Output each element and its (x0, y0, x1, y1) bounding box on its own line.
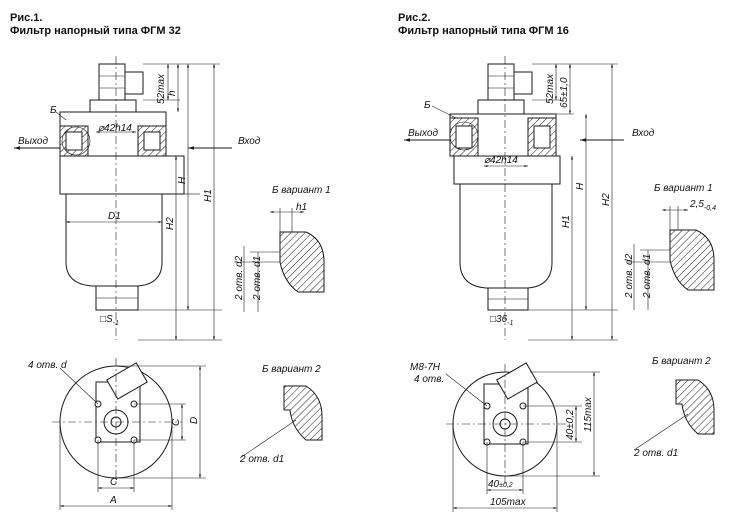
fig1-label-H2: H2 (165, 217, 176, 230)
figure-2-caption: Рис.2. Фильтр напорный типа ФГМ 16 (398, 12, 569, 38)
fig1-label-inlet: Вход (238, 136, 261, 147)
fig1-label-h: h (167, 90, 178, 96)
fig1-label-C-vert: C (171, 418, 182, 426)
fig2-label-40v: 40±0,2 (565, 409, 576, 440)
fig1-connector (98, 63, 126, 101)
fig1-variant2-holes-d1: 2 отв. d1 (239, 454, 284, 465)
fig2-label-outlet: Выход (408, 128, 438, 139)
fig1-variant1-title: Б вариант 1 (272, 185, 331, 196)
fig2-variant1-h1: 2,5-0,4 (689, 199, 716, 212)
fig1-connector-top (106, 362, 148, 400)
fig1-label-52max: 52max (156, 73, 167, 104)
fig1-label-holes: 4 отв. d (28, 360, 67, 371)
fig1-connector-plug (124, 71, 144, 95)
fig1-variant2: Б вариант 2 2 отв. d1 (239, 364, 323, 465)
fig1-label-outlet: Выход (18, 136, 48, 147)
fig1-label-A: A (109, 495, 117, 506)
fig2-label-thread: M8-7H (410, 362, 441, 373)
fig1-front-view: Б Выход Вход ⌀42h14 D1 □S-1 52max h H H2… (14, 56, 261, 341)
fig2-variant1-title: Б вариант 1 (654, 183, 713, 194)
fig2-label-H2: H2 (601, 193, 612, 206)
fig2-label-105: 105max (490, 497, 527, 508)
fig2-top-view: M8-7H 4 отв. 40±0,2 115max 40±0,2 105max (410, 362, 600, 512)
fig2-label-holes4: 4 отв. (414, 374, 444, 385)
fig1-label-H1: H1 (203, 189, 214, 202)
fig2-front-view: Б Выход Вход ⌀42h14 □36-1 52max 65±1,0 H… (404, 56, 655, 341)
fig1-label-wrench: □S-1 (100, 314, 119, 327)
figure-1-caption: Рис.1. Фильтр напорный типа ФГМ 32 (10, 12, 181, 38)
fig1-flange (59, 155, 185, 195)
fig1-variant1-h1: h1 (296, 202, 307, 213)
fig2-top-cap (477, 99, 525, 115)
fig2-connector (487, 63, 515, 101)
fig1-detail-b-circle (61, 126, 91, 156)
fig1-label-H: H (177, 176, 188, 184)
fig1-label-b: Б (50, 105, 57, 116)
fig2-variant1-holes-d2: 2 отв. d2 (624, 253, 635, 299)
fig1-top-cap (89, 99, 137, 113)
fig2-label-inlet: Вход (632, 128, 655, 139)
fig1-label-d1: D1 (108, 211, 121, 222)
fig1-label-C-horiz: C (110, 477, 118, 488)
fig2-label-b: Б (424, 100, 431, 111)
fig1-label-bore: ⌀42h14 (98, 123, 132, 134)
fig2-label-H: H (575, 182, 586, 190)
fig2-label-H1: H1 (561, 215, 572, 228)
fig2-variant1: Б вариант 1 2,5-0,4 2 отв. d2 2 отв. d1 (624, 183, 716, 310)
figure-1-title: Фильтр напорный типа ФГМ 32 (10, 25, 181, 37)
fig2-detail-b-circle (449, 121, 479, 151)
figure-2-title: Фильтр напорный типа ФГМ 16 (398, 25, 569, 37)
figure-1-number: Рис.1. (10, 12, 43, 24)
fig2-variant1-holes-d1: 2 отв. d1 (642, 254, 653, 299)
fig2-label-115: 115max (583, 396, 594, 432)
fig1-variant1-holes-d2: 2 отв. d2 (234, 255, 245, 301)
fig1-variant1: Б вариант 1 h1 2 отв. d2 2 отв. d1 (234, 185, 331, 312)
fig2-label-wrench: □36-1 (490, 314, 514, 327)
fig2-connector-top (496, 362, 538, 400)
fig2-label-65: 65±1,0 (559, 77, 570, 108)
fig1-variant2-title: Б вариант 2 (262, 364, 321, 375)
fig2-label-40h: 40±0,2 (488, 479, 513, 490)
figure-2-number: Рис.2. (398, 12, 431, 24)
fig2-label-bore: ⌀42h14 (484, 155, 518, 166)
fig2-variant2-title: Б вариант 2 (652, 356, 711, 367)
fig2-label-52max: 52max (545, 73, 556, 104)
fig1-label-D: D (189, 417, 200, 424)
fig1-bowl (65, 193, 163, 287)
fig1-variant1-holes-d1: 2 отв. d1 (252, 256, 263, 301)
fig2-flange (453, 155, 561, 185)
fig2-connector-plug (513, 71, 533, 95)
fig2-bowl (459, 183, 553, 289)
fig2-variant2-holes-d1: 2 отв. d1 (633, 448, 678, 459)
fig2-variant2: Б вариант 2 2 отв. d1 (633, 356, 715, 459)
fig1-top-view: 4 отв. d C D C A (28, 358, 206, 510)
